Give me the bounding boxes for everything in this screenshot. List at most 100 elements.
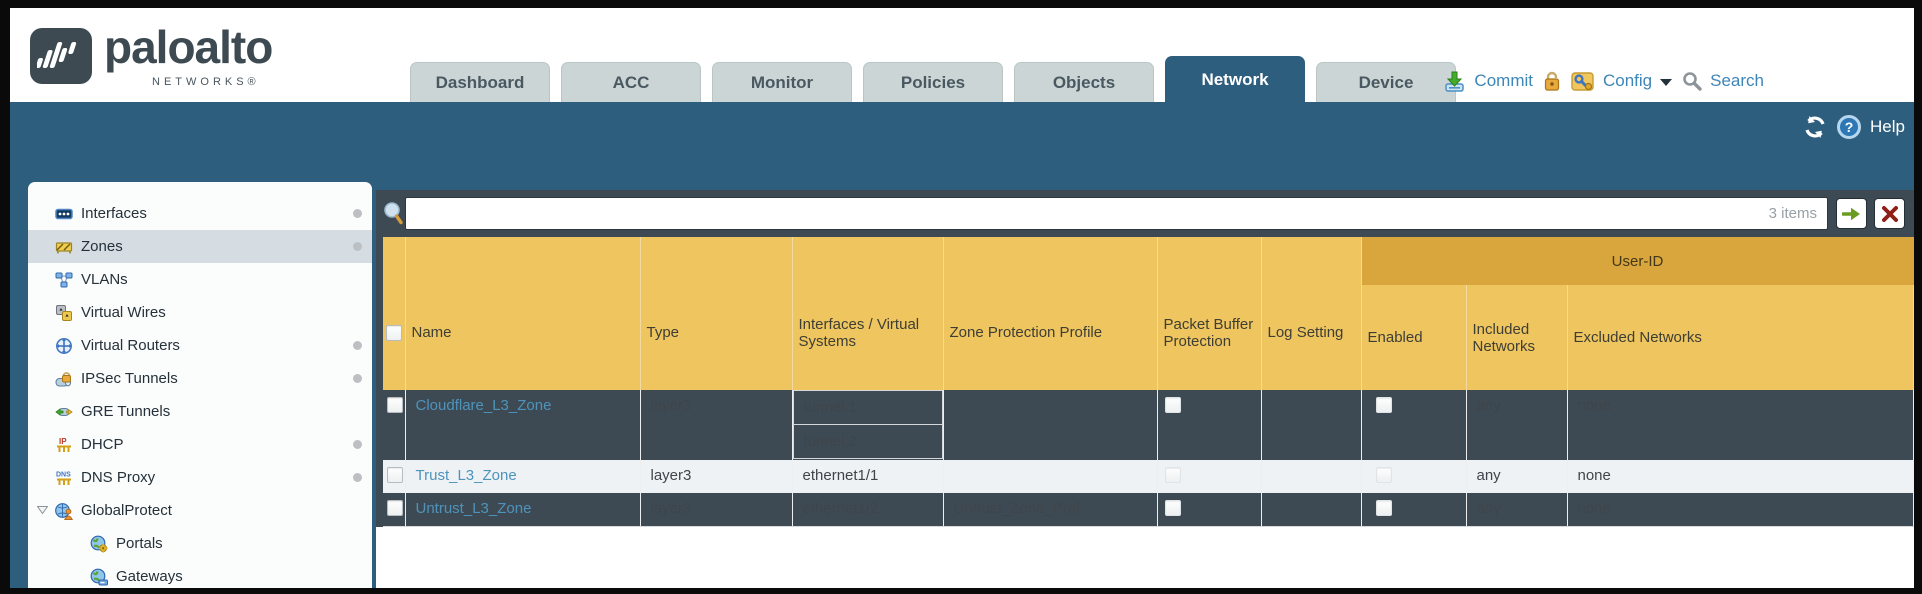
virtual-wires-icon: [56, 304, 72, 321]
table-row: Trust_L3_Zone layer3 ethernet1/1 any non…: [383, 460, 1914, 493]
network-sidebar: Interfaces Zones: [28, 182, 372, 588]
top-header: paloalto NETWORKS® Dashboard ACC Monitor…: [10, 8, 1914, 102]
search-icon[interactable]: [1682, 71, 1702, 91]
config-menu[interactable]: Config: [1602, 71, 1653, 90]
user-id-enabled-checkbox[interactable]: [1375, 500, 1392, 516]
packet-buffer-checkbox[interactable]: [1164, 467, 1181, 483]
col-included-networks[interactable]: Included Networks: [1466, 285, 1568, 390]
dns-proxy-icon: DNS: [56, 471, 71, 485]
sidebar-item-dns-proxy[interactable]: DNS DNS Proxy: [28, 461, 372, 494]
tab-dashboard[interactable]: Dashboard: [410, 62, 550, 102]
tab-policies[interactable]: Policies: [863, 62, 1003, 102]
zone-name-link[interactable]: Untrust_L3_Zone: [415, 500, 532, 517]
help-bar: ? Help: [1802, 115, 1905, 139]
main-tabs: Dashboard ACC Monitor Policies Objects N…: [410, 56, 1456, 102]
col-group-user-id: User-ID: [1361, 237, 1914, 285]
sidebar-item-label: GRE Tunnels: [81, 403, 171, 420]
ipsec-tunnels-icon: [55, 371, 72, 386]
row-checkbox[interactable]: [387, 397, 403, 413]
interfaces-icon: [55, 208, 73, 219]
included-networks: any: [1466, 460, 1568, 493]
col-log-setting[interactable]: Log Setting: [1261, 237, 1362, 390]
sidebar-item-label: DHCP: [81, 436, 124, 453]
search-button[interactable]: Search: [1710, 71, 1764, 90]
user-id-enabled-checkbox[interactable]: [1375, 467, 1392, 483]
sidebar-item-portals[interactable]: Portals: [28, 527, 372, 560]
help-icon[interactable]: ?: [1837, 115, 1862, 139]
zone-name-link[interactable]: Trust_L3_Zone: [415, 467, 517, 484]
select-all-header: [383, 237, 406, 390]
sidebar-item-virtual-wires[interactable]: Virtual Wires: [28, 296, 372, 329]
sidebar-item-vlans[interactable]: VLANs: [28, 263, 372, 296]
row-checkbox[interactable]: [387, 467, 403, 483]
commit-button[interactable]: Commit: [1474, 71, 1533, 90]
sidebar-item-label: DNS Proxy: [81, 469, 156, 486]
filter-bar: 3 items: [376, 190, 1914, 237]
sidebar-item-label: GlobalProtect: [81, 502, 172, 519]
sidebar-item-label: VLANs: [81, 271, 128, 288]
included-networks: any: [1466, 390, 1568, 460]
log-setting: [1261, 390, 1362, 460]
log-setting: [1261, 460, 1362, 493]
zone-type: layer3: [640, 460, 793, 493]
tab-monitor[interactable]: Monitor: [712, 62, 852, 102]
sidebar-item-virtual-routers[interactable]: Virtual Routers: [28, 329, 372, 362]
sidebar-item-interfaces[interactable]: Interfaces: [28, 197, 372, 230]
user-id-enabled-checkbox[interactable]: [1375, 397, 1392, 413]
commit-icon[interactable]: [1443, 71, 1466, 92]
col-zone-protection-profile[interactable]: Zone Protection Profile: [943, 237, 1158, 390]
clear-filter-button[interactable]: [1874, 198, 1905, 229]
excluded-networks: none: [1567, 390, 1914, 460]
sidebar-item-globalprotect[interactable]: GlobalProtect: [28, 494, 372, 527]
sidebar-item-label: Virtual Routers: [81, 337, 180, 354]
select-all-checkbox[interactable]: [386, 324, 402, 341]
refresh-icon[interactable]: [1802, 115, 1828, 139]
zone-protection-profile: [943, 460, 1158, 493]
help-label[interactable]: Help: [1870, 117, 1905, 136]
col-enabled[interactable]: Enabled: [1361, 285, 1467, 390]
sidebar-nav: Interfaces Zones: [28, 182, 372, 588]
excluded-networks: none: [1567, 493, 1914, 527]
tab-network[interactable]: Network: [1165, 56, 1305, 102]
table-row: Cloudflare_L3_Zone layer3 tunnel.1 tunne…: [383, 390, 1914, 460]
config-icon[interactable]: [1571, 71, 1595, 92]
sidebar-item-label: Gateways: [116, 568, 183, 585]
interface-item: tunnel.2: [792, 424, 943, 459]
config-caret-icon[interactable]: [1660, 78, 1673, 86]
row-checkbox[interactable]: [387, 500, 403, 516]
sidebar-item-gateways[interactable]: Gateways: [28, 560, 372, 588]
packet-buffer-checkbox[interactable]: [1164, 500, 1181, 516]
items-count: 3 items: [1768, 205, 1817, 222]
gre-tunnels-icon: [55, 407, 73, 416]
lock-icon[interactable]: [1541, 70, 1563, 92]
sidebar-item-zones[interactable]: Zones: [28, 230, 372, 263]
portals-icon: [90, 535, 108, 553]
col-interfaces[interactable]: Interfaces / Virtual Systems: [792, 237, 944, 390]
col-type[interactable]: Type: [640, 237, 793, 390]
zone-interfaces: tunnel.1 tunnel.2: [792, 390, 944, 460]
expand-triangle-icon[interactable]: [37, 506, 48, 514]
sidebar-item-dhcp[interactable]: IP DHCP: [28, 428, 372, 461]
tab-device[interactable]: Device: [1316, 62, 1456, 102]
col-excluded-networks[interactable]: Excluded Networks: [1567, 285, 1914, 390]
zone-protection-profile: Untrust_Zone_Prof: [943, 493, 1158, 527]
sidebar-item-ipsec-tunnels[interactable]: IPSec Tunnels: [28, 362, 372, 395]
svg-text:DNS: DNS: [56, 471, 71, 478]
packet-buffer-checkbox[interactable]: [1164, 397, 1181, 413]
tab-objects[interactable]: Objects: [1014, 62, 1154, 102]
col-name[interactable]: Name: [405, 237, 641, 390]
globalprotect-icon: [55, 502, 73, 520]
paloalto-logo: paloalto NETWORKS®: [30, 21, 360, 94]
filter-search-icon: [384, 202, 403, 225]
zone-type: layer3: [640, 390, 793, 460]
apply-filter-button[interactable]: [1836, 198, 1867, 229]
zone-interfaces: ethernet1/2: [792, 493, 944, 527]
zone-name-link[interactable]: Cloudflare_L3_Zone: [415, 397, 552, 414]
sidebar-item-gre-tunnels[interactable]: GRE Tunnels: [28, 395, 372, 428]
col-packet-buffer-protection[interactable]: Packet Buffer Protection: [1157, 237, 1262, 390]
zones-main-panel: 3 items: [376, 190, 1914, 588]
top-action-bar: Commit Config Search: [1443, 70, 1764, 92]
filter-input[interactable]: 3 items: [405, 197, 1828, 230]
tab-acc[interactable]: ACC: [561, 62, 701, 102]
table-row: Untrust_L3_Zone layer3 ethernet1/2 Untru…: [383, 493, 1914, 527]
